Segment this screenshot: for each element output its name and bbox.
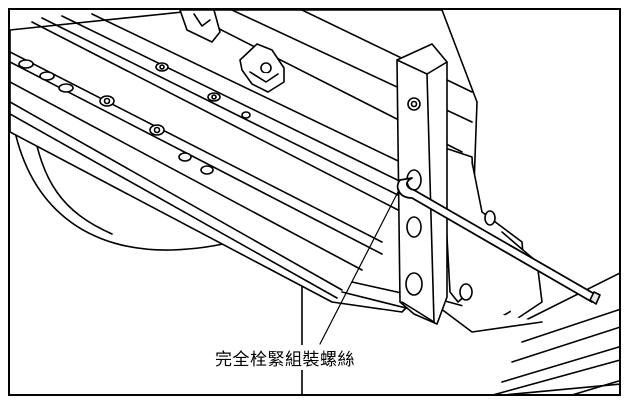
vertical-arm xyxy=(396,43,448,325)
illustration-frame xyxy=(8,8,621,396)
rail-holes xyxy=(18,59,251,175)
callout-leader-line xyxy=(319,189,400,345)
line-drawing xyxy=(10,10,619,394)
callout-label: 完全栓緊組裝螺絲 xyxy=(213,345,357,370)
cable-clips xyxy=(179,10,285,93)
hex-key xyxy=(396,177,601,305)
